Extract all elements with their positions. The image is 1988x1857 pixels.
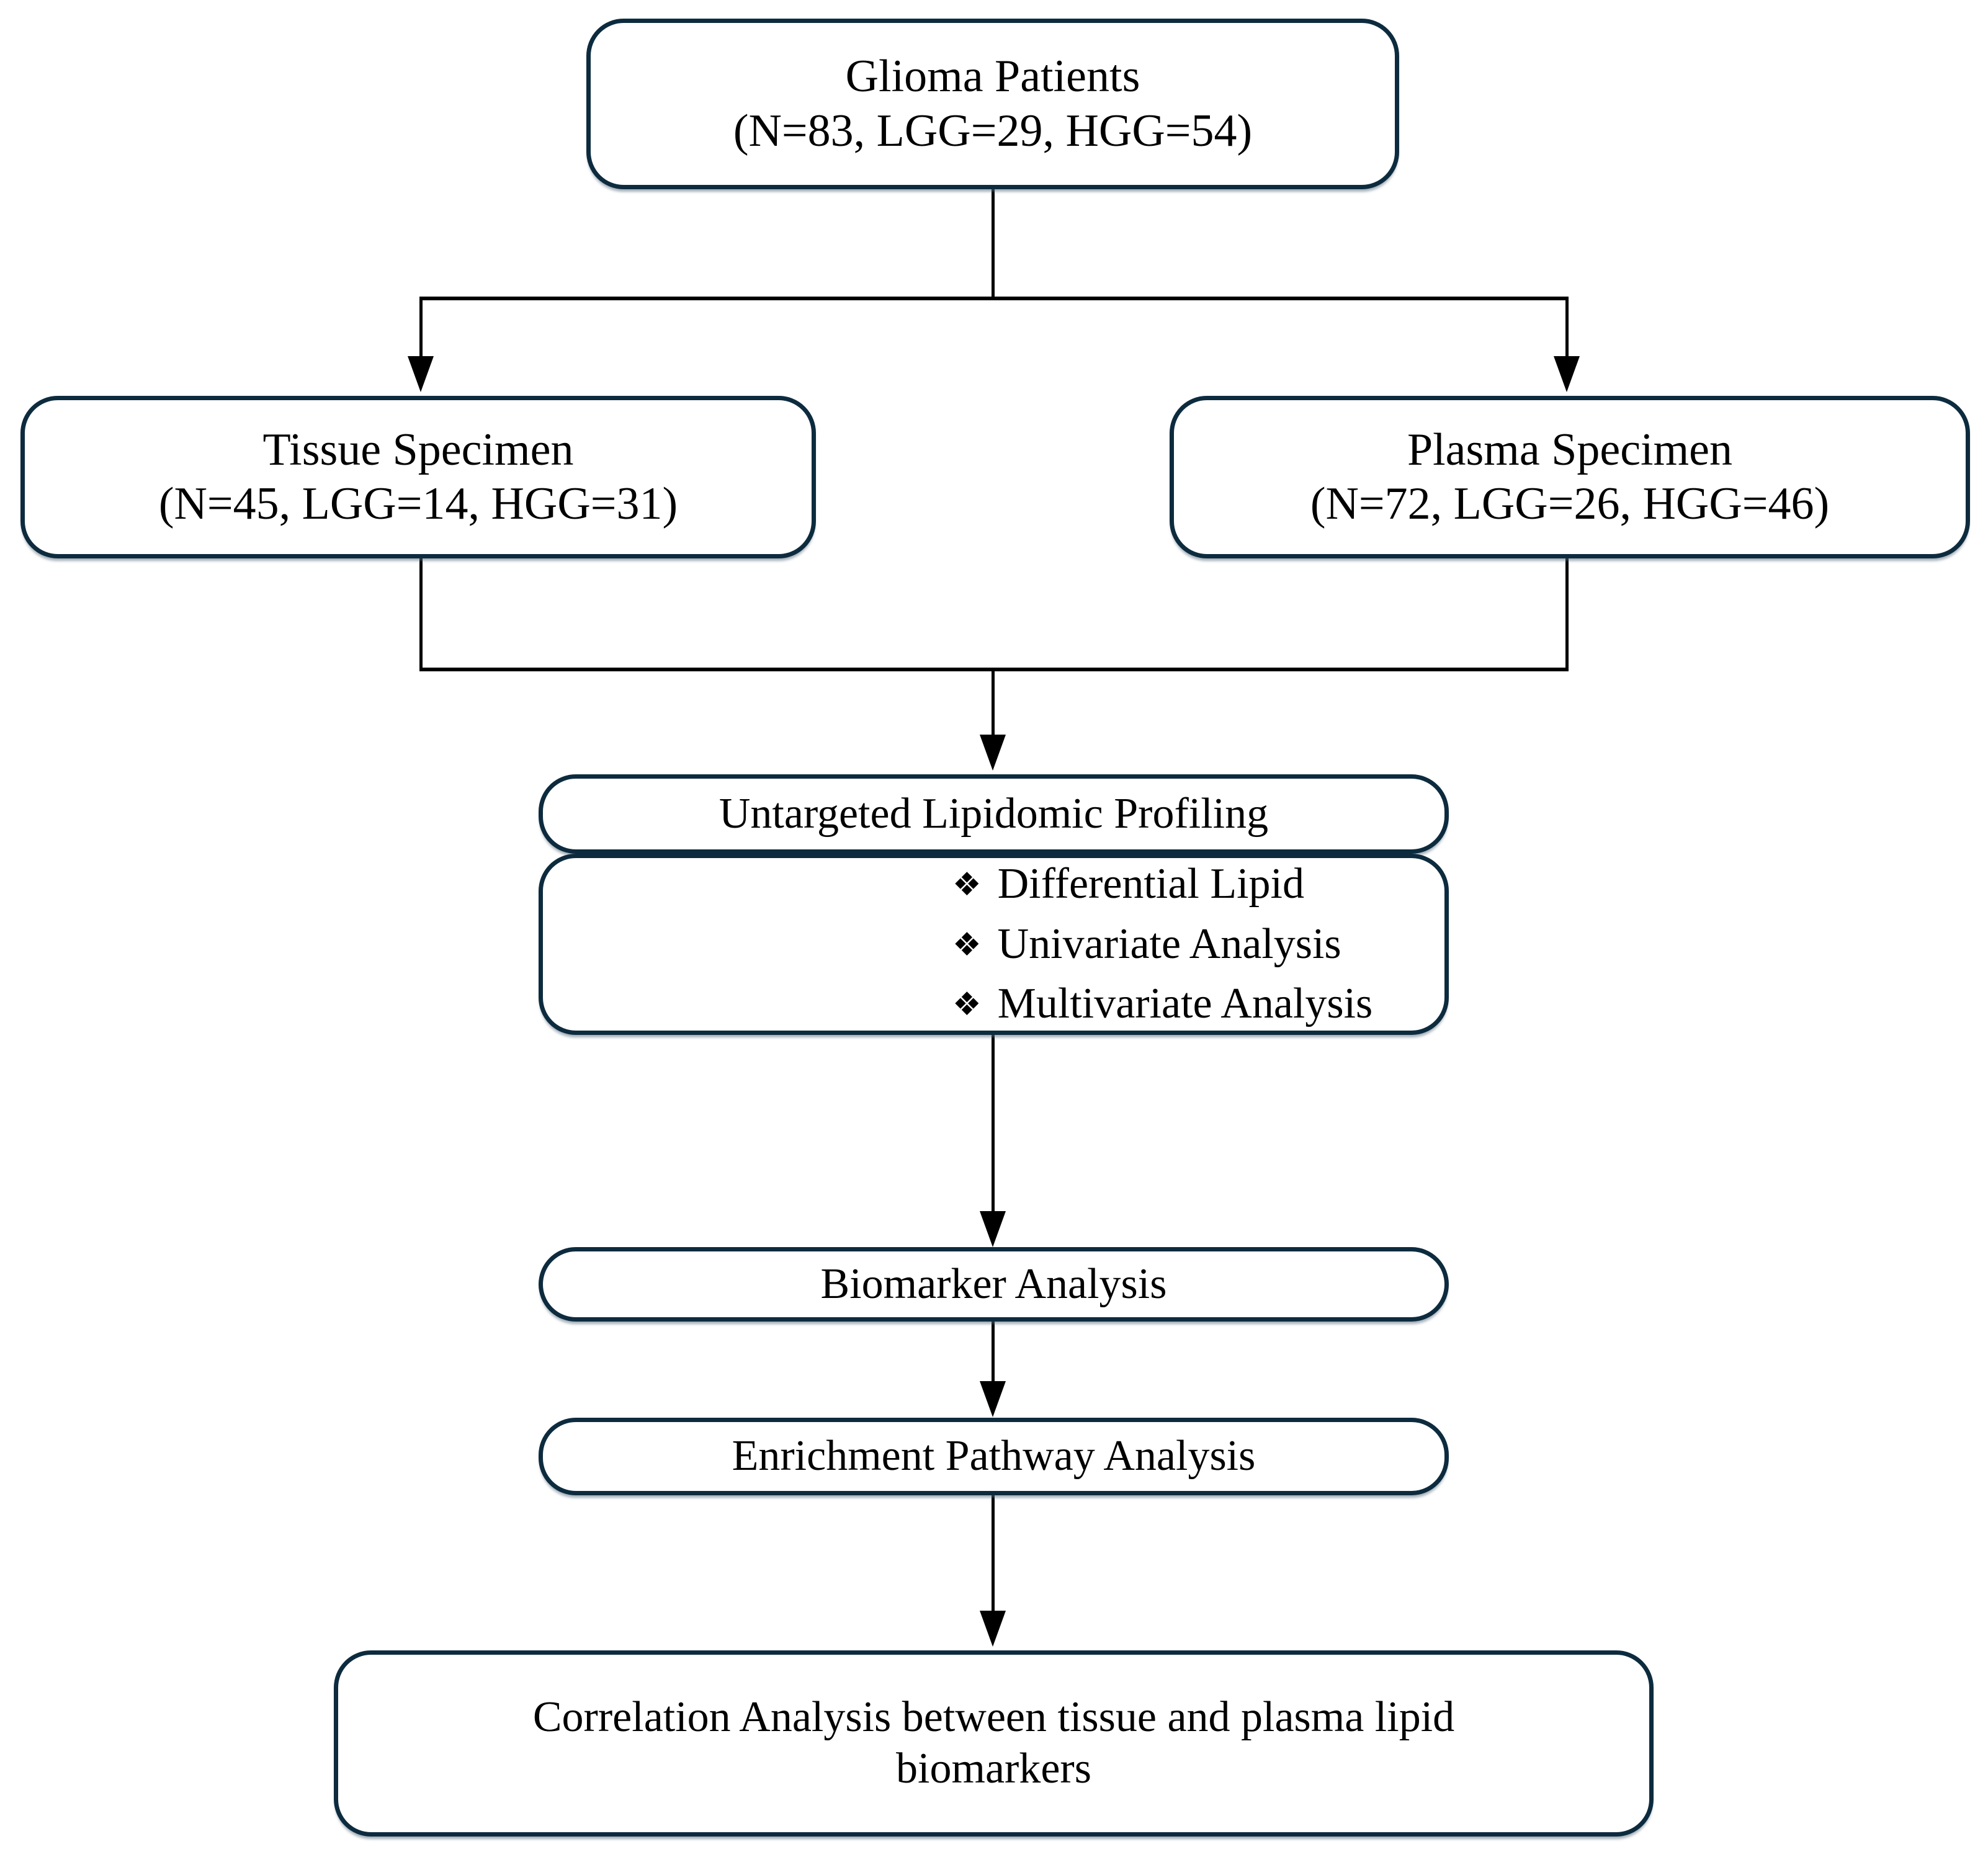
node-analysis-list[interactable]: ❖ Differential Lipid ❖ Univariate Analys… [539, 854, 1449, 1035]
list-item-label: Multivariate Analysis [997, 980, 1373, 1028]
diamond-bullet-icon: ❖ [952, 926, 982, 964]
node-correlation-analysis-line1: Correlation Analysis between tissue and … [532, 1693, 1455, 1742]
node-glioma-patients-line2: (N=83, LGG=29, HGG=54) [733, 105, 1253, 156]
node-tissue-specimen[interactable]: Tissue Specimen (N=45, LGG=14, HGG=31) [20, 396, 816, 558]
connector-plasma-down [1565, 557, 1569, 670]
connector-tissue-down [419, 557, 423, 670]
node-enrichment-pathway-label: Enrichment Pathway Analysis [732, 1432, 1256, 1480]
node-glioma-patients-line1: Glioma Patients [845, 51, 1140, 102]
list-item[interactable]: ❖ Differential Lipid [952, 859, 1304, 910]
diamond-bullet-icon: ❖ [952, 986, 982, 1024]
node-tissue-specimen-line2: (N=45, LGG=14, HGG=31) [158, 478, 678, 529]
list-item[interactable]: ❖ Univariate Analysis [952, 919, 1341, 970]
connector-split-bar [419, 297, 1569, 300]
connector-list-to-biomarker [992, 1035, 995, 1214]
arrow-to-biomarker-analysis [980, 1211, 1006, 1247]
node-biomarker-analysis-label: Biomarker Analysis [820, 1260, 1167, 1308]
arrow-to-enrichment-pathway [980, 1381, 1006, 1417]
connector-split-right-stem [1565, 297, 1569, 359]
node-untargeted-profiling-label: Untargeted Lipidomic Profiling [719, 789, 1269, 838]
diamond-bullet-icon: ❖ [952, 866, 982, 904]
node-glioma-patients[interactable]: Glioma Patients (N=83, LGG=29, HGG=54) [586, 19, 1399, 189]
node-plasma-specimen-line1: Plasma Specimen [1407, 424, 1733, 475]
node-biomarker-analysis[interactable]: Biomarker Analysis [539, 1247, 1449, 1322]
node-tissue-specimen-line1: Tissue Specimen [262, 424, 574, 475]
node-correlation-analysis[interactable]: Correlation Analysis between tissue and … [334, 1650, 1654, 1837]
connector-merge-to-profiling [992, 668, 995, 737]
node-correlation-analysis-line2: biomarkers [896, 1745, 1091, 1792]
connector-enrichment-to-correlation [992, 1495, 995, 1613]
connector-biomarker-to-enrichment [992, 1322, 995, 1384]
node-plasma-specimen-line2: (N=72, LGG=26, HGG=46) [1310, 478, 1830, 529]
connector-split-left-stem [419, 297, 423, 359]
arrow-to-plasma-specimen [1554, 356, 1580, 392]
connector-glioma-to-split [992, 189, 995, 300]
list-item[interactable]: ❖ Multivariate Analysis [952, 978, 1372, 1030]
node-plasma-specimen[interactable]: Plasma Specimen (N=72, LGG=26, HGG=46) [1170, 396, 1970, 558]
arrow-to-correlation-analysis [980, 1611, 1006, 1647]
node-enrichment-pathway[interactable]: Enrichment Pathway Analysis [539, 1418, 1449, 1495]
node-untargeted-profiling[interactable]: Untargeted Lipidomic Profiling [539, 774, 1449, 854]
arrow-to-tissue-specimen [408, 356, 434, 392]
list-item-label: Univariate Analysis [997, 920, 1341, 968]
list-item-label: Differential Lipid [997, 860, 1304, 908]
arrow-to-untargeted-profiling [980, 735, 1006, 771]
